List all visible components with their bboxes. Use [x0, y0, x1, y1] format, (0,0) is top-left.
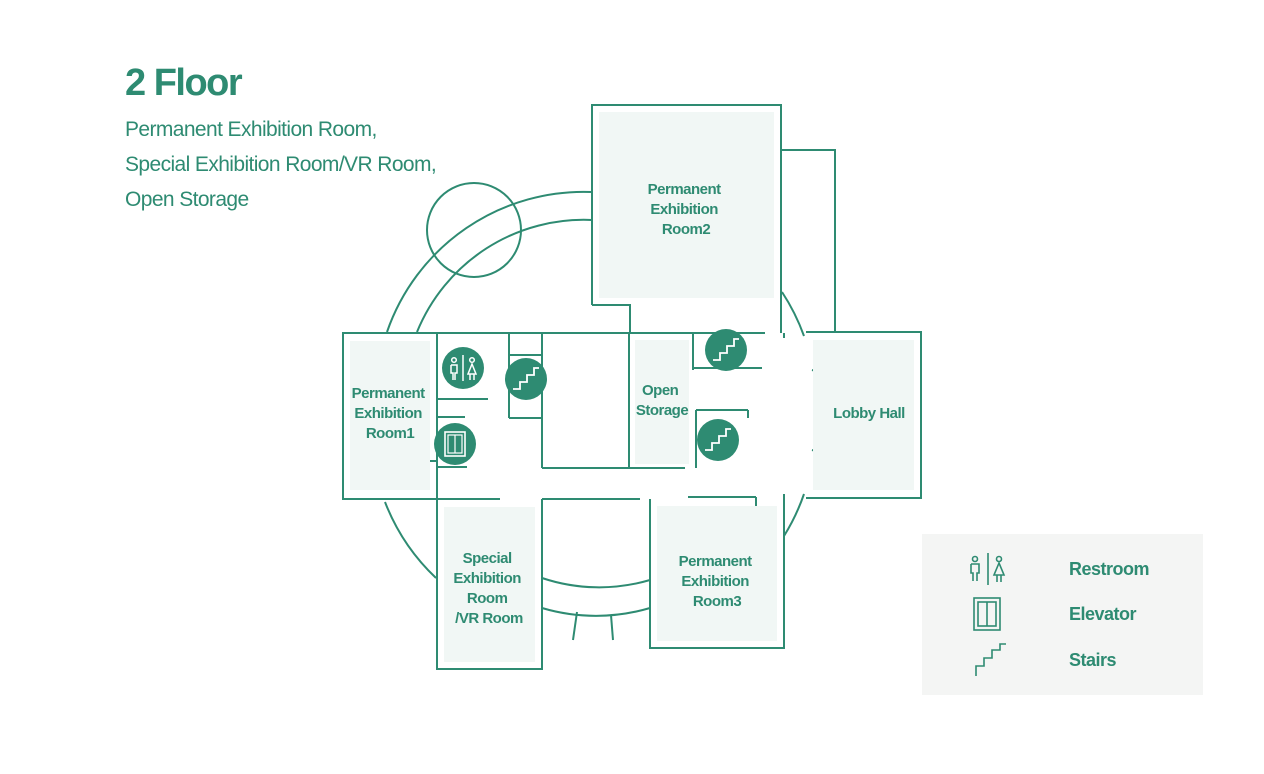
- room-permanent-exhibition-3[interactable]: Permanent Exhibition Room3: [679, 553, 756, 610]
- legend-item-elevator: Elevator: [966, 594, 1196, 634]
- floor-subtitle: Permanent Exhibition Room, Special Exhib…: [125, 112, 437, 217]
- restroom-icon: [970, 553, 1006, 585]
- elevator-icon: [973, 597, 1001, 631]
- room-fill-permanent3: [657, 506, 777, 641]
- stairs-marker-icon: [505, 358, 547, 400]
- room-open-storage[interactable]: Open Storage: [636, 382, 689, 419]
- room-permanent-exhibition-2[interactable]: Permanent Exhibition Room2: [648, 181, 725, 238]
- room-special-exhibition[interactable]: Special Exhibition Room /VR Room: [453, 550, 524, 627]
- room-fill-special: [444, 507, 535, 662]
- restroom-marker-icon: [442, 347, 484, 389]
- legend-item-stairs: Stairs: [966, 640, 1196, 680]
- room-fill-open-storage: [635, 340, 689, 464]
- stairs-marker-icon: [697, 419, 739, 461]
- room-fill-permanent1: [350, 341, 430, 490]
- map-legend: Restroom Elevator Stairs: [922, 534, 1203, 695]
- room-lobby-hall[interactable]: Lobby Hall: [833, 405, 906, 422]
- legend-label-stairs: Stairs: [1069, 650, 1117, 670]
- legend-label-restroom: Restroom: [1069, 559, 1150, 579]
- elevator-marker-icon: [434, 423, 476, 465]
- subtitle-line-3: Open Storage: [125, 188, 249, 211]
- room-permanent-exhibition-1[interactable]: Permanent Exhibition Room1: [352, 385, 429, 442]
- legend-label-elevator: Elevator: [1069, 604, 1137, 624]
- map-walls: [342, 104, 922, 670]
- floor-title: 2 Floor: [125, 62, 243, 104]
- stairs-icon: [975, 643, 1006, 676]
- room-fill-permanent2: [599, 112, 774, 298]
- legend-item-restroom: Restroom: [966, 549, 1196, 589]
- subtitle-line-2: Special Exhibition Room/VR Room,: [125, 153, 437, 176]
- stairs-marker-icon: [705, 329, 747, 371]
- room-fill-lobby: [813, 340, 914, 490]
- subtitle-line-1: Permanent Exhibition Room,: [125, 118, 377, 141]
